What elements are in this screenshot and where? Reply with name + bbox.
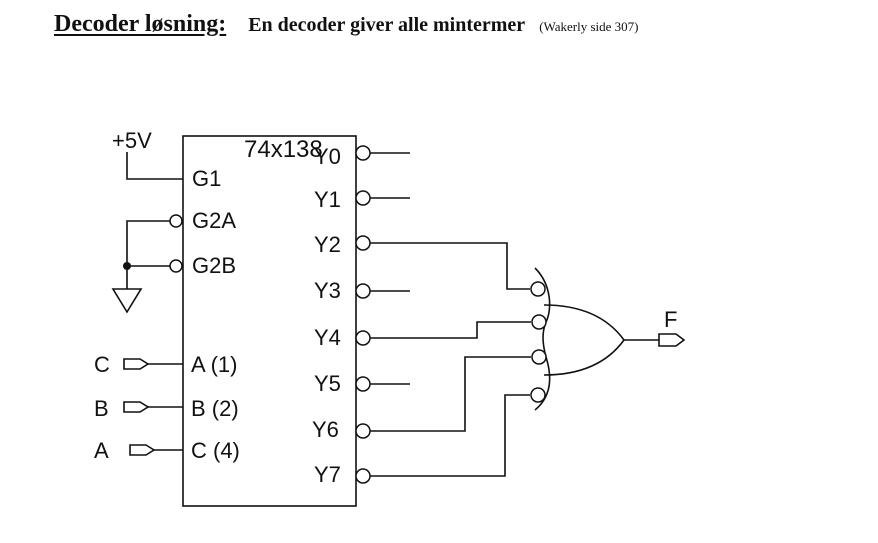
- pin-bubble-g2b: [169, 259, 183, 273]
- output-bubble-y2: [355, 235, 371, 251]
- output-y7: Y7: [314, 462, 371, 487]
- wire-y2-to-or: [370, 242, 530, 290]
- input-arrow-a: [129, 444, 156, 456]
- output-bubble-y5: [355, 376, 371, 392]
- or-gate: [530, 267, 625, 411]
- page-heading: Decoder løsning: En decoder giver alle mi…: [54, 12, 639, 36]
- input-arrow-b: [123, 401, 150, 413]
- output-y1: Y1: [314, 187, 410, 212]
- output-bubble-y7: [355, 468, 371, 484]
- junction-dot: [123, 262, 131, 270]
- output-label-y3: Y3: [314, 278, 341, 303]
- output-label-f: F: [664, 307, 677, 332]
- input-label-c: C: [94, 352, 110, 377]
- output-bubble-y1: [355, 190, 371, 206]
- subtitle: En decoder giver alle mintermer: [248, 14, 526, 36]
- output-y4: Y4: [314, 325, 371, 350]
- decoder-body: [182, 135, 357, 507]
- pin-bubble-g2a: [169, 214, 183, 228]
- output-y6: Y6: [312, 417, 371, 442]
- output-y2: Y2: [314, 232, 371, 257]
- input-arrow-c: [123, 358, 150, 370]
- output-bubble-y4: [355, 330, 371, 346]
- or-gate-back-curve: [534, 267, 551, 411]
- title: Decoder løsning:: [54, 11, 227, 37]
- wire-y7-to-or: [370, 394, 530, 477]
- output-bubble-y6: [355, 423, 371, 439]
- input-label-a: A: [94, 438, 109, 463]
- ground-symbol: [111, 288, 143, 314]
- output-label-y5: Y5: [314, 371, 341, 396]
- output-y0: Y0: [314, 144, 410, 169]
- pin-label-g2b: G2B: [192, 253, 236, 278]
- part-number-label: 74x138: [244, 136, 323, 163]
- output-bubble-y0: [355, 145, 371, 161]
- output-label-y6: Y6: [312, 417, 339, 442]
- wire-y6-to-or: [370, 356, 531, 432]
- output-label-y1: Y1: [314, 187, 341, 212]
- or-input-bubble-1: [530, 281, 546, 297]
- pin-label-c: C (4): [191, 438, 240, 463]
- or-gate-body: [543, 304, 625, 376]
- pin-label-a: A (1): [191, 352, 237, 377]
- output-label-y0: Y0: [314, 144, 341, 169]
- output-label-y4: Y4: [314, 325, 341, 350]
- wire-y4-to-or: [370, 321, 531, 339]
- output-bubble-y3: [355, 283, 371, 299]
- pin-label-g2a: G2A: [192, 208, 236, 233]
- output-y3: Y3: [314, 278, 410, 303]
- supply-wire: [126, 152, 183, 180]
- output-y5: Y5: [314, 371, 410, 396]
- supply-label: +5V: [112, 128, 152, 153]
- or-input-bubble-4: [530, 387, 546, 403]
- g2a-ground-wire: [126, 220, 170, 289]
- output-label-y2: Y2: [314, 232, 341, 257]
- reference-note: (Wakerly side 307): [539, 19, 639, 34]
- or-input-bubble-3: [531, 349, 547, 365]
- output-label-y7: Y7: [314, 462, 341, 487]
- input-label-b: B: [94, 396, 109, 421]
- pin-label-b: B (2): [191, 396, 239, 421]
- output-arrow-f: [658, 333, 686, 347]
- pin-label-g1: G1: [192, 166, 221, 191]
- or-input-bubble-2: [531, 314, 547, 330]
